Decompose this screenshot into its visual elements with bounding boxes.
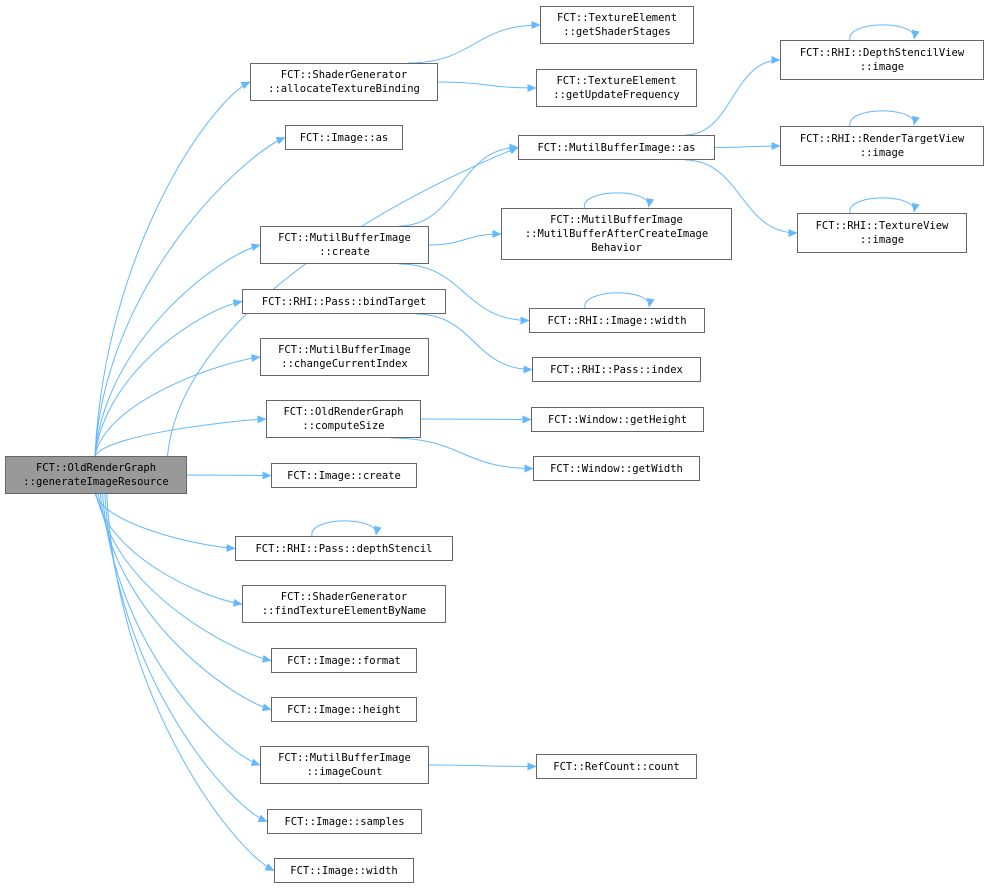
node-pass-depth-stencil[interactable]: FCT::RHI::Pass::depthStencil: [235, 536, 453, 561]
self-call-loop: [849, 110, 920, 127]
node-mutil-buffer-image-change-current-index[interactable]: FCT::MutilBufferImage ::changeCurrentInd…: [260, 338, 429, 376]
self-call-loop: [311, 520, 382, 537]
node-label-line: FCT::MutilBufferImage::as: [537, 141, 696, 154]
node-label-line: ::changeCurrentIndex: [281, 358, 408, 370]
node-label-line: FCT::OldRenderGraph: [283, 406, 404, 418]
call-edge: [94, 493, 236, 552]
call-edge: [437, 81, 537, 92]
node-shader-generator-allocate-texture-binding[interactable]: FCT::ShaderGenerator ::allocateTextureBi…: [250, 63, 438, 101]
node-pass-bind-target[interactable]: FCT::RHI::Pass::bindTarget: [242, 289, 446, 314]
call-edge: [106, 493, 275, 871]
node-label-line: FCT::RHI::RenderTargetView: [799, 133, 965, 145]
self-call-loop: [584, 292, 655, 309]
call-edge: [102, 493, 261, 767]
node-label-line: FCT::MutilBufferImage: [550, 214, 683, 226]
node-label-line: ::getUpdateFrequency: [553, 89, 680, 101]
node-image-samples[interactable]: FCT::Image::samples: [267, 809, 422, 834]
call-edge: [94, 354, 261, 457]
node-label-line: ::generateImageResource: [23, 476, 169, 488]
node-label-line: ::MutilBufferAfterCreateImage: [524, 228, 709, 240]
node-render-target-view-image[interactable]: FCT::RHI::RenderTargetView ::image: [780, 126, 984, 166]
node-label-line: FCT::MutilBufferImage: [278, 752, 411, 764]
call-edge: [684, 56, 781, 136]
node-label-line: FCT::RHI::DepthStencilView: [799, 47, 965, 59]
node-label-line: FCT::OldRenderGraph: [35, 462, 157, 474]
node-shader-generator-find-texture-element-by-name[interactable]: FCT::ShaderGenerator ::findTextureElemen…: [242, 585, 446, 623]
node-image-width[interactable]: FCT::Image::width: [274, 858, 414, 883]
call-edge: [94, 299, 243, 457]
call-edge: [94, 136, 286, 457]
node-label-line: ::image: [859, 147, 905, 159]
node-label-line: FCT::RHI::Image::width: [547, 314, 687, 327]
node-label-line: Behavior: [591, 242, 642, 254]
node-pass-index[interactable]: FCT::RHI::Pass::index: [532, 357, 701, 382]
node-label-line: FCT::RHI::TextureView: [815, 220, 949, 232]
node-label-line: ::image: [859, 234, 905, 246]
node-image-as[interactable]: FCT::Image::as: [285, 125, 403, 150]
call-edge: [420, 415, 532, 424]
call-edge: [684, 159, 798, 237]
node-label-line: FCT::Window::getHeight: [547, 413, 688, 426]
call-edge: [407, 21, 541, 64]
call-edge: [428, 762, 537, 771]
self-call-loop: [849, 24, 920, 41]
node-mutil-buffer-image-create[interactable]: FCT::MutilBufferImage ::create: [260, 226, 429, 264]
node-label-line: FCT::ShaderGenerator: [280, 69, 408, 81]
node-old-render-graph-compute-size[interactable]: FCT::OldRenderGraph ::computeSize: [266, 400, 421, 438]
call-edge: [415, 313, 533, 374]
node-image-height[interactable]: FCT::Image::height: [271, 697, 417, 722]
call-edge: [714, 142, 781, 151]
node-texture-view-image[interactable]: FCT::RHI::TextureView ::image: [797, 213, 967, 253]
node-window-get-width[interactable]: FCT::Window::getWidth: [533, 456, 700, 481]
call-edge: [398, 143, 519, 227]
node-label-line: FCT::Image::height: [287, 703, 401, 716]
self-call-loop: [849, 197, 920, 214]
node-label-line: ::imageCount: [306, 766, 383, 778]
node-mutil-buffer-after-create-image-behavior[interactable]: FCT::MutilBufferImage ::MutilBufferAfter…: [501, 208, 732, 260]
node-label-line: FCT::RHI::Pass::bindTarget: [261, 295, 427, 308]
node-ref-count-count[interactable]: FCT::RefCount::count: [536, 754, 697, 779]
call-edge: [186, 471, 272, 480]
call-edge: [94, 415, 267, 457]
node-mutil-buffer-image-as[interactable]: FCT::MutilBufferImage::as: [518, 135, 715, 160]
node-label-line: FCT::ShaderGenerator: [280, 591, 408, 603]
node-label-line: FCT::MutilBufferImage: [278, 232, 411, 244]
self-call-loop: [583, 192, 655, 209]
node-label-line: FCT::TextureElement: [556, 12, 678, 24]
call-edge: [390, 437, 534, 473]
node-label-line: FCT::Image::as: [299, 131, 389, 144]
node-label-line: FCT::Window::getWidth: [550, 462, 683, 475]
node-generate-image-resource[interactable]: FCT::OldRenderGraph ::generateImageResou…: [5, 456, 187, 494]
call-edge: [97, 493, 272, 663]
node-texture-element-get-shader-stages[interactable]: FCT::TextureElement ::getShaderStages: [540, 6, 694, 44]
node-label-line: ::findTextureElementByName: [261, 605, 427, 617]
call-edge: [94, 243, 261, 457]
node-label-line: ::getShaderStages: [563, 26, 671, 38]
node-depth-stencil-view-image[interactable]: FCT::RHI::DepthStencilView ::image: [780, 40, 984, 80]
node-mutil-buffer-image-image-count[interactable]: FCT::MutilBufferImage ::imageCount: [260, 746, 429, 784]
node-window-get-height[interactable]: FCT::Window::getHeight: [531, 407, 704, 432]
node-label-line: FCT::Image::format: [287, 654, 401, 667]
node-label-line: FCT::RHI::Pass::index: [550, 363, 683, 376]
node-image-format[interactable]: FCT::Image::format: [271, 648, 417, 673]
node-label-line: ::allocateTextureBinding: [268, 83, 420, 95]
node-label-line: FCT::TextureElement: [556, 75, 677, 87]
node-label-line: ::computeSize: [302, 420, 385, 432]
node-label-line: ::image: [859, 61, 905, 73]
node-rhi-image-width[interactable]: FCT::RHI::Image::width: [529, 308, 705, 333]
node-label-line: ::create: [319, 246, 370, 258]
node-label-line: FCT::RefCount::count: [553, 760, 680, 773]
node-image-create[interactable]: FCT::Image::create: [271, 463, 417, 488]
node-label-line: FCT::Image::samples: [284, 815, 405, 828]
node-texture-element-get-update-frequency[interactable]: FCT::TextureElement ::getUpdateFrequency: [536, 69, 697, 107]
node-label-line: FCT::MutilBufferImage: [278, 344, 411, 356]
call-edge: [428, 230, 502, 246]
node-label-line: FCT::RHI::Pass::depthStencil: [255, 542, 433, 555]
node-label-line: FCT::Image::create: [287, 469, 401, 482]
node-label-line: FCT::Image::width: [290, 864, 398, 877]
call-edge: [398, 263, 530, 325]
call-edge: [94, 81, 251, 457]
